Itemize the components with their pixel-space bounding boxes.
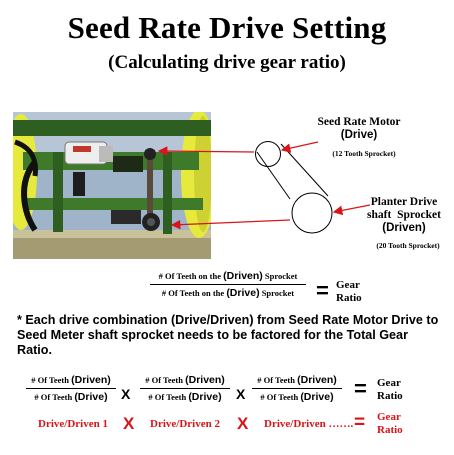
page-subtitle: (Calculating drive gear ratio) [108, 52, 346, 73]
chain-line-left [256, 151, 291, 200]
combo-equals: = [354, 376, 367, 401]
formula-equals: = [316, 278, 329, 303]
red-label-1: Drive/Driven 1 [38, 418, 108, 430]
planter-name-line2: shaft Sprocket [367, 209, 441, 221]
motor-teeth: (12 Tooth Sprocket) [332, 149, 396, 158]
red-label-3: Drive/Driven ……. [264, 418, 354, 430]
motor-label-arrow [280, 141, 319, 153]
planter-label: Planter Drive shaft Sprocket (Driven) [354, 196, 454, 235]
fraction-denominator: # Of Teeth on the (Drive) Sprocket [161, 287, 295, 299]
driven-sprocket-circle [291, 192, 333, 234]
motor-name: Seed Rate Motor [317, 116, 401, 128]
red-label-2: Drive/Driven 2 [150, 418, 220, 430]
drive-sprocket-circle [255, 141, 281, 167]
fraction-bar [150, 284, 306, 285]
planter-name-line1: Planter Drive [370, 196, 438, 208]
total-gear-ratio-note: * Each drive combination (Drive/Driven) … [17, 313, 439, 357]
red-result: Gear Ratio [377, 411, 403, 436]
formula-result: Gear Ratio [336, 279, 362, 304]
fraction-numerator: # Of Teeth on the (Driven) Sprocket [158, 270, 298, 282]
combo-times-1: X [121, 386, 131, 402]
combo-term-3: # Of Teeth (Driven) # Of Teeth (Drive) [252, 374, 342, 403]
gear-ratio-fraction: # Of Teeth on the (Driven) Sprocket # Of… [150, 270, 306, 299]
motor-label: Seed Rate Motor (Drive) [300, 116, 418, 142]
combo-times-2: X [236, 386, 246, 402]
red-equals: = [354, 412, 366, 433]
combo-term-2: # Of Teeth (Driven) # Of Teeth (Drive) [140, 374, 230, 403]
planter-teeth: (20 Tooth Sprocket) [376, 241, 440, 250]
red-times-2: X [237, 414, 249, 433]
combo-result: Gear Ratio [377, 377, 403, 402]
red-times-1: X [123, 414, 135, 433]
motor-role: (Drive) [340, 129, 378, 141]
planter-drive-photo [13, 112, 211, 259]
planter-role: (Driven) [382, 222, 426, 234]
combo-term-1: # Of Teeth (Driven) # Of Teeth (Drive) [26, 374, 116, 403]
page-title: Seed Rate Drive Setting [67, 10, 387, 45]
